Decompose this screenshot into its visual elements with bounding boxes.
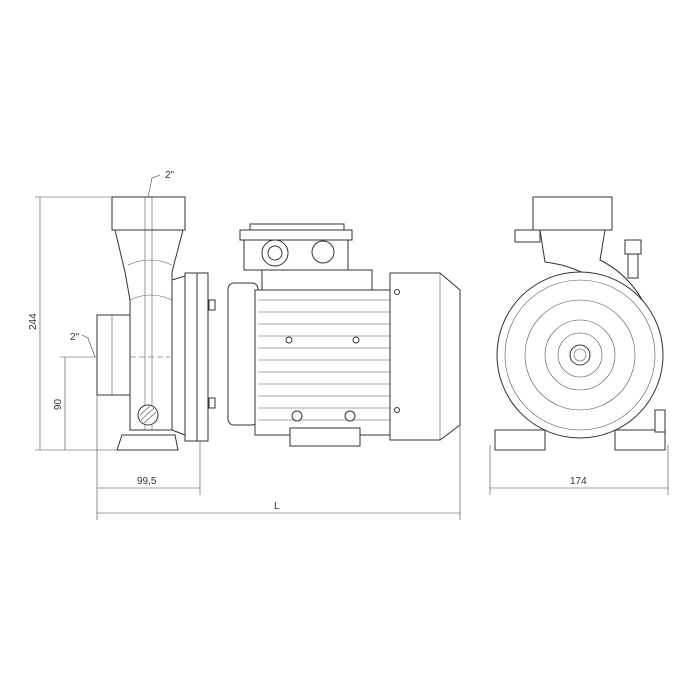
height-label: 244 — [28, 313, 39, 330]
side-view: 2" 2" 244 90 99,5 L — [28, 170, 461, 520]
pump-casing — [96, 196, 216, 451]
motor — [227, 223, 461, 447]
front-view: 174 — [489, 196, 669, 495]
width-label: 174 — [570, 476, 587, 487]
length-label: L — [274, 501, 280, 512]
outlet-size-label: 2" — [165, 170, 175, 181]
axis-height-label: 90 — [53, 398, 64, 410]
inlet-to-flange-label: 99,5 — [137, 476, 157, 487]
dimension-lines — [35, 174, 461, 520]
inlet-size-label: 2" — [70, 332, 80, 343]
cooling-fins — [258, 299, 390, 421]
